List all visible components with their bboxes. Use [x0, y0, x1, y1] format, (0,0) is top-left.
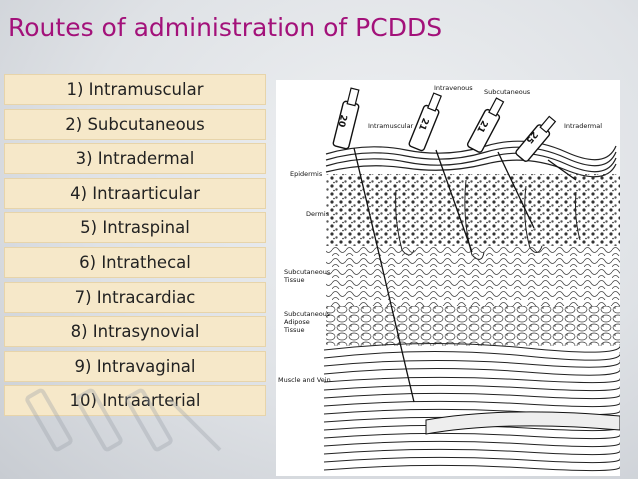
label-intradermal: Intradermal: [564, 122, 602, 130]
syringe-subcutaneous: 21: [466, 97, 535, 229]
subcutaneous-tissue-layer: [326, 246, 620, 306]
route-item-2: 2) Subcutaneous: [4, 108, 266, 140]
routes-list: 1) Intramuscular 2) Subcutaneous 3) Intr…: [4, 74, 266, 420]
route-item-7: 7) Intracardiac: [4, 281, 266, 313]
route-item-4: 4) Intraarticular: [4, 177, 266, 209]
label-subcutaneous-tissue-1: Subcutaneous: [284, 268, 331, 276]
route-item-3: 3) Intradermal: [4, 143, 266, 175]
syringe-intramuscular: 20: [332, 87, 415, 403]
label-intravenous: Intravenous: [434, 84, 473, 92]
label-subcutaneous-needle: Subcutaneous: [484, 88, 531, 96]
gauge-label-1: 20: [335, 113, 348, 128]
adipose-layer: [326, 306, 620, 346]
label-muscle-and-vein: Muscle and Vein: [278, 376, 331, 384]
route-item-6: 6) Intrathecal: [4, 246, 266, 278]
dermis-layer: [326, 174, 620, 246]
muscle-layer: [323, 342, 620, 472]
label-adipose-3: Tissue: [283, 326, 304, 334]
route-item-8: 8) Intrasynovial: [4, 316, 266, 348]
label-adipose-1: Subcutaneous: [284, 310, 331, 318]
route-item-1: 1) Intramuscular: [4, 74, 266, 105]
label-epidermis: Epidermis: [290, 170, 323, 178]
route-item-5: 5) Intraspinal: [4, 212, 266, 244]
vein: [425, 411, 620, 435]
gauge-label-2: 21: [416, 116, 430, 131]
label-adipose-2: Adipose: [284, 318, 310, 326]
slide-title: Routes of administration of PCDDS: [8, 13, 443, 42]
label-intramuscular: Intramuscular: [368, 122, 414, 130]
syringe-watermark-icon: [25, 388, 222, 452]
injection-routes-diagram: 20 21 21 25 Intravenous Subcutaneous Int…: [276, 80, 620, 476]
label-subcutaneous-tissue-2: Tissue: [283, 276, 304, 284]
route-item-9: 9) Intravaginal: [4, 350, 266, 382]
route-item-10: 10) Intraarterial: [4, 385, 266, 417]
syringe-intravenous: 21: [408, 92, 473, 253]
label-dermis: Dermis: [306, 210, 330, 218]
